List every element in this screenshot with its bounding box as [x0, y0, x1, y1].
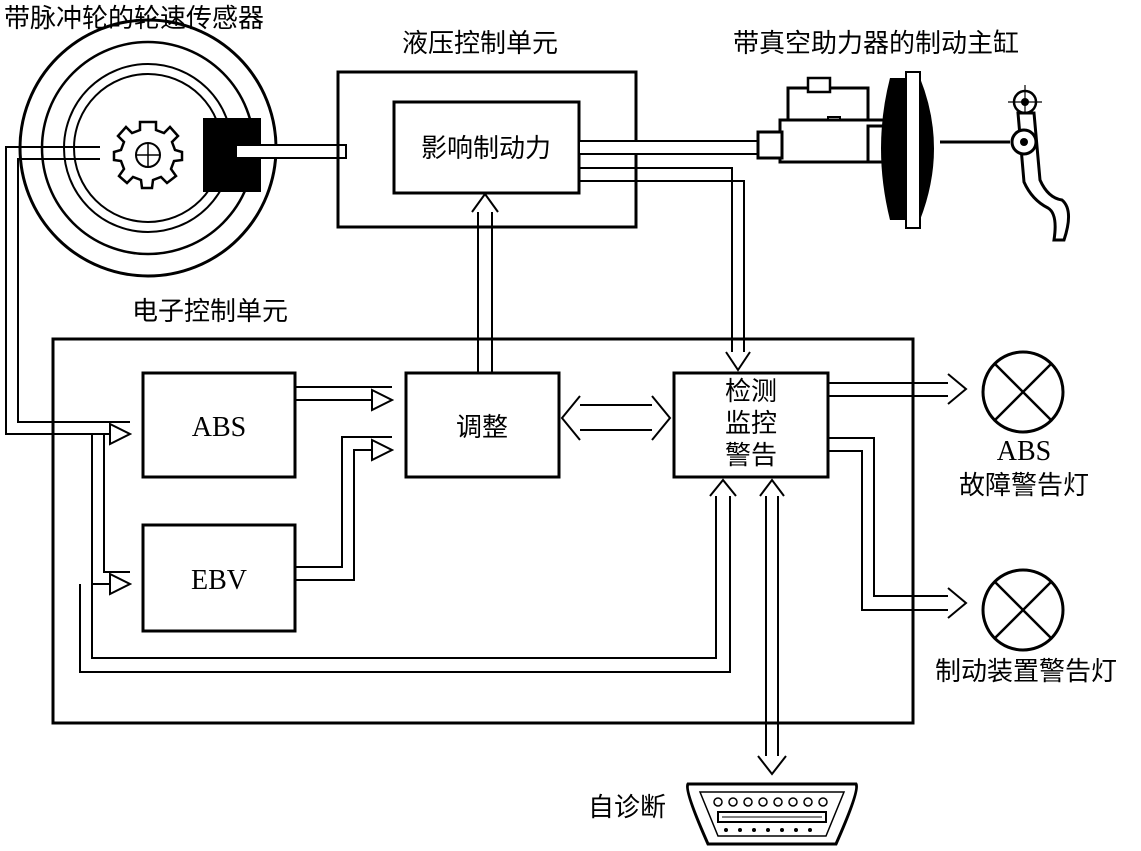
wheel-sensor-label: 带脉冲轮的轮速传感器 — [4, 4, 264, 34]
ebv-block-label: EBV — [191, 565, 247, 596]
connections — [5, 146, 968, 776]
brake-force-block — [392, 100, 581, 195]
sensor-shaft — [235, 144, 347, 159]
electronic-unit-label: 电子控制单元 — [132, 297, 288, 327]
self-diagnosis-label: 自诊断 — [588, 793, 666, 823]
hydraulic-unit-label: 液压控制单元 — [402, 29, 558, 59]
pulse-wheel-gear-icon — [112, 120, 184, 190]
abs-lamp-label-line1: ABS — [997, 436, 1051, 467]
monitor-label-line3: 警告 — [725, 441, 777, 471]
wheel-sensor-assembly — [18, 18, 347, 278]
monitor-block — [672, 371, 830, 479]
brake-lamp-label: 制动装置警告灯 — [935, 657, 1117, 687]
adjust-block — [404, 371, 561, 479]
hydraulic-pipe — [578, 140, 763, 155]
abs-lamp-label-line2: 故障警告灯 — [959, 471, 1089, 501]
pedal-pivot-icon — [1008, 85, 1042, 119]
ebv-block — [141, 523, 297, 633]
abs-block — [141, 371, 297, 479]
monitor-label-line1: 检测 — [725, 377, 777, 407]
brake-warning-lamp-icon — [981, 568, 1065, 652]
obd-connector-icon — [685, 782, 859, 846]
vacuum-booster — [881, 78, 912, 220]
adjust-block-label: 调整 — [456, 413, 508, 443]
master-cylinder-label: 带真空助力器的制动主缸 — [733, 29, 1019, 59]
monitor-label-line2: 监控 — [725, 409, 777, 439]
brake-force-label: 影响制动力 — [421, 134, 551, 164]
abs-warning-lamp-icon — [981, 350, 1065, 434]
master-cylinder-assembly — [756, 71, 1070, 242]
electronic-unit-box — [51, 337, 915, 725]
abs-block-label: ABS — [192, 412, 246, 443]
